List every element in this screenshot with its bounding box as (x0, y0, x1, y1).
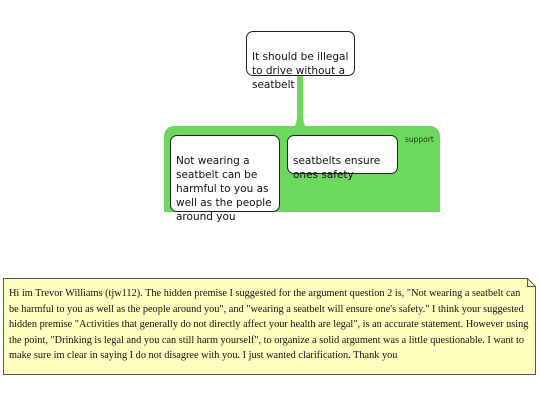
support-group-fade (158, 212, 448, 226)
comment-note[interactable]: Hi im Trevor Williams (tjw112). The hidd… (3, 278, 536, 375)
premise-node[interactable]: seatbelts ensure ones safety (287, 135, 398, 181)
note-text: Hi im Trevor Williams (tjw112). The hidd… (9, 288, 529, 361)
note-frame (3, 278, 536, 375)
premise-node[interactable]: Not wearing a seatbelt can be harmful to… (170, 135, 280, 223)
premise-text: Not wearing a seatbelt can be harmful to… (176, 155, 272, 223)
claim-text: It should be illegal to drive without a … (252, 51, 349, 91)
claim-node[interactable]: It should be illegal to drive without a … (246, 31, 355, 91)
support-connector (291, 76, 309, 130)
premise-text: seatbelts ensure ones safety (293, 155, 381, 181)
support-label: support (405, 135, 434, 144)
